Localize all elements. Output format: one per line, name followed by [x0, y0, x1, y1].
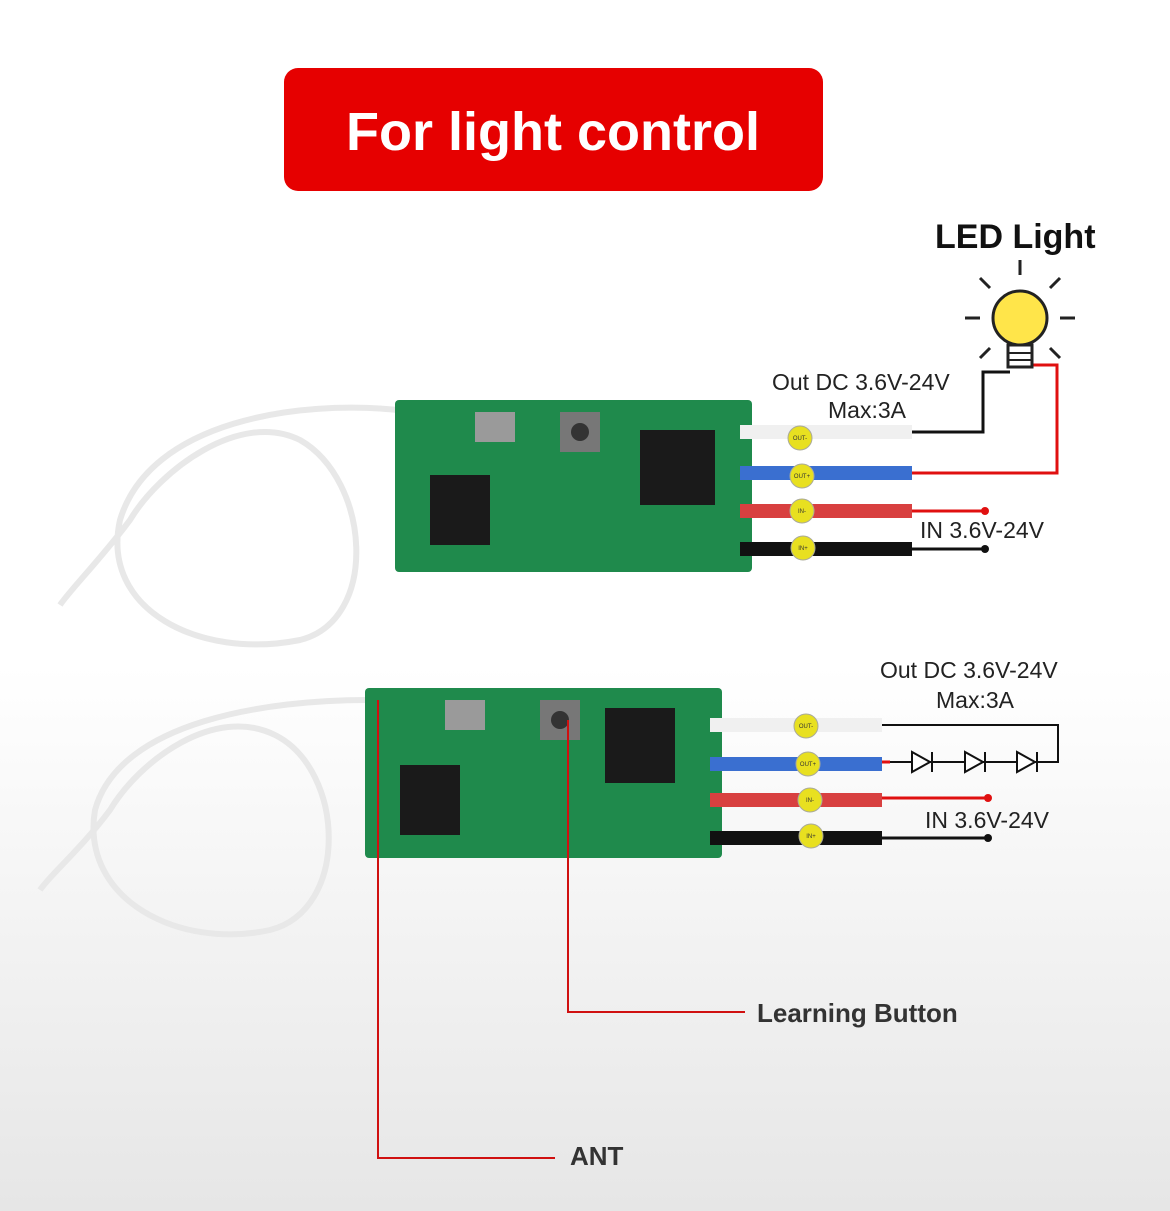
svg-text:OUT+: OUT+	[794, 474, 811, 480]
output-max-label: Max:3A	[936, 687, 1015, 713]
svg-text:IN-: IN-	[798, 509, 806, 515]
pad-in-plus: IN+	[790, 535, 816, 561]
output-voltage-label: Out DC 3.6V-24V	[772, 369, 950, 395]
load-wire-negative	[912, 370, 1010, 434]
input-voltage-label: IN 3.6V-24V	[925, 807, 1050, 833]
antenna-wire	[37, 697, 369, 938]
title-text: For light control	[346, 102, 760, 162]
crystal	[445, 700, 485, 730]
output-max-label: Max:3A	[828, 397, 907, 423]
led-bulb-icon	[965, 260, 1075, 369]
pad-in-minus: IN-	[789, 498, 815, 524]
output-voltage-label: Out DC 3.6V-24V	[880, 657, 1058, 683]
learning-button-callout-line	[567, 720, 745, 1013]
svg-text:OUT-: OUT-	[799, 724, 813, 730]
diode-icon	[911, 750, 1038, 774]
mosfet	[605, 708, 675, 783]
pad-out-plus: OUT+	[795, 751, 821, 777]
bottom-module: OUT- OUT+ IN- IN+ Out DC 3.6V-24V Max:3A…	[37, 657, 1059, 938]
antenna-wire	[57, 404, 399, 648]
led-light-label: LED Light	[935, 218, 1096, 256]
learning-button-label: Learning Button	[757, 998, 958, 1028]
ic-chip	[430, 475, 490, 545]
mosfet	[640, 430, 715, 505]
svg-text:OUT-: OUT-	[793, 436, 807, 442]
pad-in-plus: IN+	[798, 823, 824, 849]
load-wire-positive	[912, 363, 1059, 475]
input-voltage-label: IN 3.6V-24V	[920, 517, 1045, 543]
pad-out-minus: OUT-	[787, 425, 813, 451]
pad-in-minus: IN-	[797, 787, 823, 813]
crystal	[475, 412, 515, 442]
svg-text:IN+: IN+	[798, 546, 808, 552]
svg-text:IN+: IN+	[806, 834, 816, 840]
title-banner: For light control	[284, 68, 823, 191]
ic-chip	[400, 765, 460, 835]
top-module: OUT- OUT+ IN- IN+ LED Light Out DC	[57, 218, 1096, 648]
pad-out-minus: OUT-	[793, 713, 819, 739]
svg-text:IN-: IN-	[806, 798, 814, 804]
pad-out-plus: OUT+	[789, 463, 815, 489]
svg-text:OUT+: OUT+	[800, 762, 817, 768]
antenna-label: ANT	[570, 1141, 624, 1171]
antenna-callout-line	[377, 700, 555, 1159]
